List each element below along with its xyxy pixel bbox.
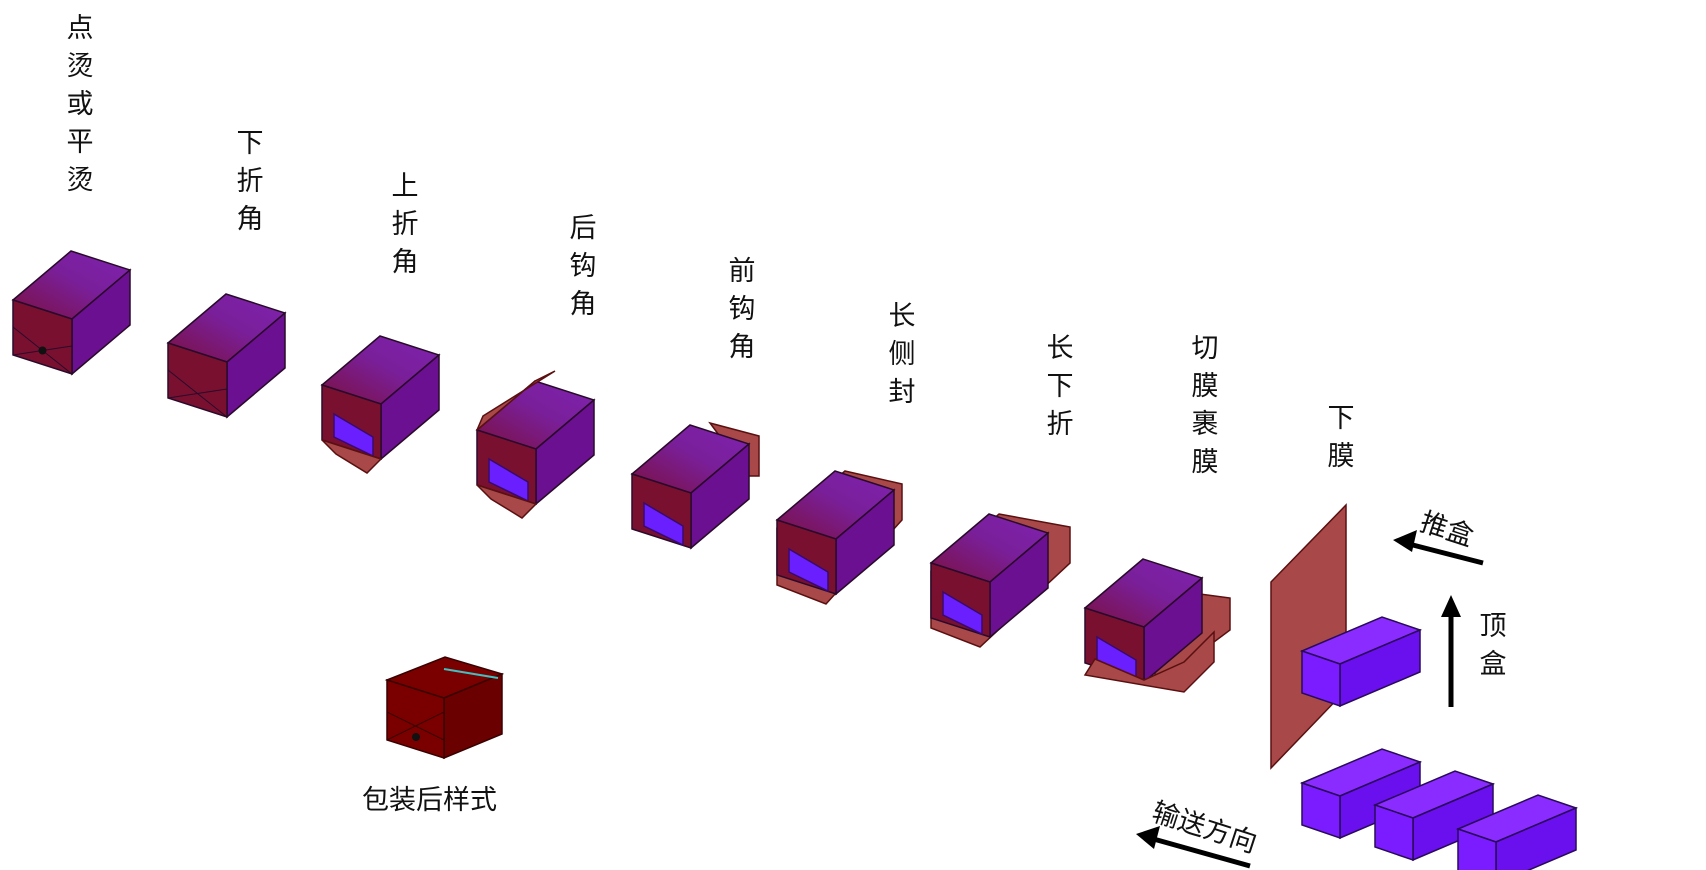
raw-box-front <box>1457 827 1497 870</box>
seal-dot <box>38 346 47 355</box>
process-box <box>475 370 596 519</box>
final-box-fold-line <box>386 711 445 741</box>
fold-line <box>167 388 228 399</box>
lift-arrow <box>1441 595 1461 707</box>
step-label-film-feed: 下膜 <box>1327 403 1355 472</box>
raw-box <box>1299 748 1423 840</box>
film-top-flap <box>476 370 556 431</box>
process-box <box>630 421 760 550</box>
step-label-long-side-seal: 长侧封 <box>888 301 916 408</box>
wrapped-boxes <box>11 250 1231 693</box>
lift-box-label: 顶盒 <box>1479 611 1507 680</box>
convey-arrow <box>1136 826 1251 869</box>
push-arrow <box>1393 530 1484 566</box>
process-box <box>11 250 132 376</box>
step-label-upper-corner-fold: 上折角 <box>391 171 419 278</box>
raw-box-front <box>1301 649 1341 708</box>
raw-box <box>1299 616 1423 708</box>
final-box-front <box>386 678 445 760</box>
raw-box-front <box>1301 781 1341 840</box>
raw-box-front <box>1374 803 1414 862</box>
film-wrap <box>1083 630 1215 693</box>
process-box <box>775 470 903 605</box>
raw-box <box>1455 794 1579 870</box>
box-inner-visible <box>643 501 684 547</box>
step-label-cut-wrap-film: 切膜裹膜 <box>1191 333 1219 478</box>
box-inner-visible <box>942 590 983 636</box>
final-packaged-box <box>384 656 505 760</box>
step-label-heat-seal: 点烫或平烫 <box>66 13 94 196</box>
final-box-seal-dot <box>412 733 420 741</box>
process-box <box>1083 558 1231 693</box>
step-label-long-bottom-fold: 长下折 <box>1046 333 1074 440</box>
box-inner-visible <box>788 547 829 593</box>
step-label-rear-hook-corner: 后钩角 <box>569 213 597 320</box>
process-box <box>166 293 287 419</box>
raw-boxes <box>1299 616 1579 870</box>
process-box <box>320 335 441 474</box>
final-box-tear-strip <box>443 668 499 679</box>
film-bottom-flap <box>321 439 383 474</box>
step-label-front-hook-corner: 前钩角 <box>728 256 756 363</box>
raw-box <box>1372 770 1496 862</box>
step-label-lower-corner-fold: 下折角 <box>236 128 264 235</box>
raw-box-side <box>1495 806 1577 870</box>
film-bottom-flap <box>476 484 538 519</box>
final-style-label: 包装后样式 <box>362 785 497 816</box>
process-box <box>929 513 1071 648</box>
